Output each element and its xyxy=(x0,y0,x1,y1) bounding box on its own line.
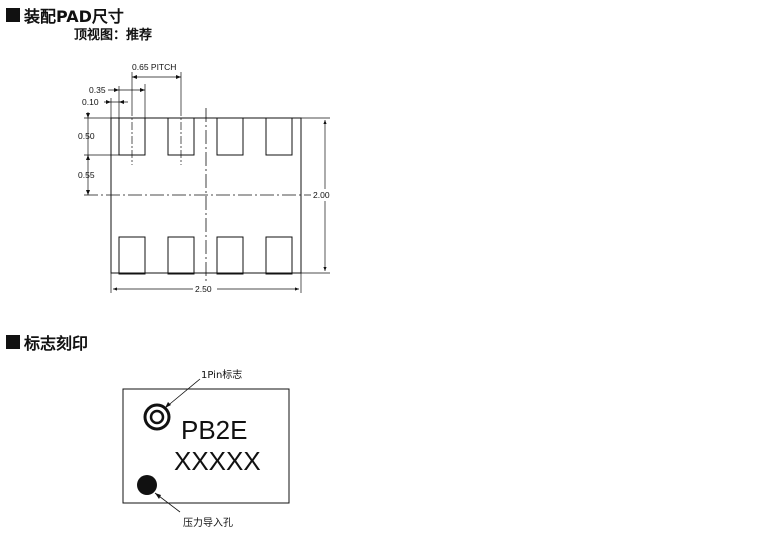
pitch-label: 0.65 PITCH xyxy=(132,62,176,72)
marking-line2: XXXXX xyxy=(174,446,261,476)
marking-diagram: PB2E XXXXX 1Pin标志 压力导入孔 xyxy=(122,368,290,529)
offset-label: 0.10 xyxy=(82,97,99,107)
pad-subtitle: 顶视图：推荐 xyxy=(74,28,153,43)
pad xyxy=(265,117,293,156)
total-width-label: 2.50 xyxy=(195,284,212,294)
dim-arrowheads xyxy=(86,75,181,195)
bullet-square-icon xyxy=(6,335,20,349)
pad xyxy=(216,117,244,156)
marking-section-title: 标志刻印 xyxy=(6,330,88,354)
pad xyxy=(265,236,293,275)
pad xyxy=(216,236,244,275)
pad xyxy=(167,236,195,275)
bullet-square-icon xyxy=(6,8,20,22)
gap-label: 0.55 xyxy=(78,170,95,180)
pad-width-label: 0.35 xyxy=(89,85,106,95)
pad-footprint-diagram xyxy=(84,72,330,293)
pressure-hole-icon xyxy=(137,475,157,495)
pad-height-label: 0.50 xyxy=(78,131,95,141)
pressure-hole-label: 压力导入孔 xyxy=(183,516,233,529)
pad xyxy=(118,236,146,275)
pad-section-title-text: 装配PAD尺寸 xyxy=(24,7,124,26)
total-height-label: 2.00 xyxy=(313,190,330,200)
pin1-callout-line xyxy=(164,378,201,409)
pin1-mark-icon xyxy=(143,403,171,431)
marking-section-title-text: 标志刻印 xyxy=(24,334,89,353)
pin1-label: 1Pin标志 xyxy=(201,368,242,381)
pad-section-title: 装配PAD尺寸 xyxy=(6,3,124,27)
marking-line1: PB2E xyxy=(181,415,248,445)
